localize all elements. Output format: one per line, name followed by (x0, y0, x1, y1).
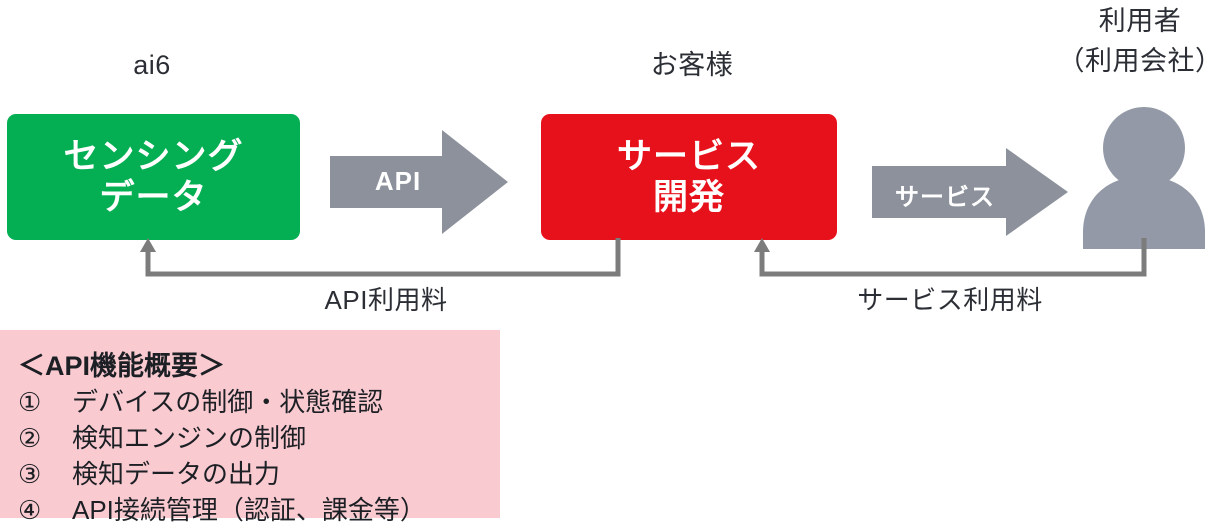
list-item: ④ API接続管理（認証、課金等） (18, 493, 500, 529)
list-item-label: 検知エンジンの制御 (72, 422, 307, 453)
node-sensing-data[interactable]: センシング データ (7, 114, 300, 240)
list-item-number: ② (18, 422, 42, 453)
api-feature-panel-title: ＜API機能概要＞ (18, 351, 226, 381)
flow-arrow-service-label: サービス (895, 184, 995, 211)
list-item-label: デバイスの制御・状態確認 (72, 387, 384, 417)
header-label-provider: ai6 (133, 50, 171, 80)
node-sensing-data-line1: センシング (63, 136, 244, 176)
fee-connector-service (752, 238, 1152, 280)
node-service-development-line2: 開発 (652, 178, 725, 217)
user-person-icon (1078, 104, 1210, 252)
node-service-development-line1: サービス (616, 136, 761, 176)
fee-connector-api (140, 238, 626, 280)
api-feature-panel: ＜API機能概要＞ ① デバイスの制御・状態確認 ② 検知エンジンの制御 ③ 検… (0, 330, 500, 525)
list-item-number: ④ (18, 494, 42, 525)
api-feature-list: ① デバイスの制御・状態確認 ② 検知エンジンの制御 ③ 検知データの出力 ④ … (18, 385, 500, 529)
list-item: ② 検知エンジンの制御 (18, 421, 500, 457)
list-item-number: ③ (18, 458, 42, 489)
node-service-development[interactable]: サービス 開発 (541, 114, 837, 240)
header-label-user-line2: （利用会社） (1057, 46, 1223, 76)
list-item-number: ① (18, 387, 42, 417)
flow-arrow-api: API (330, 130, 508, 234)
list-item-label: API接続管理（認証、課金等） (72, 494, 426, 525)
list-item: ① デバイスの制御・状態確認 (18, 385, 500, 421)
header-label-customer: お客様 (650, 50, 734, 80)
flow-arrow-api-label: API (374, 166, 422, 196)
node-sensing-data-line2: データ (99, 178, 208, 217)
list-item-label: 検知データの出力 (72, 458, 281, 489)
fee-label-api: API利用料 (324, 285, 448, 315)
header-label-user-line1: 利用者 (1098, 6, 1182, 36)
flow-arrow-service: サービス (872, 148, 1068, 236)
list-item: ③ 検知データの出力 (18, 457, 500, 493)
fee-label-service: サービス利用料 (857, 285, 1043, 315)
